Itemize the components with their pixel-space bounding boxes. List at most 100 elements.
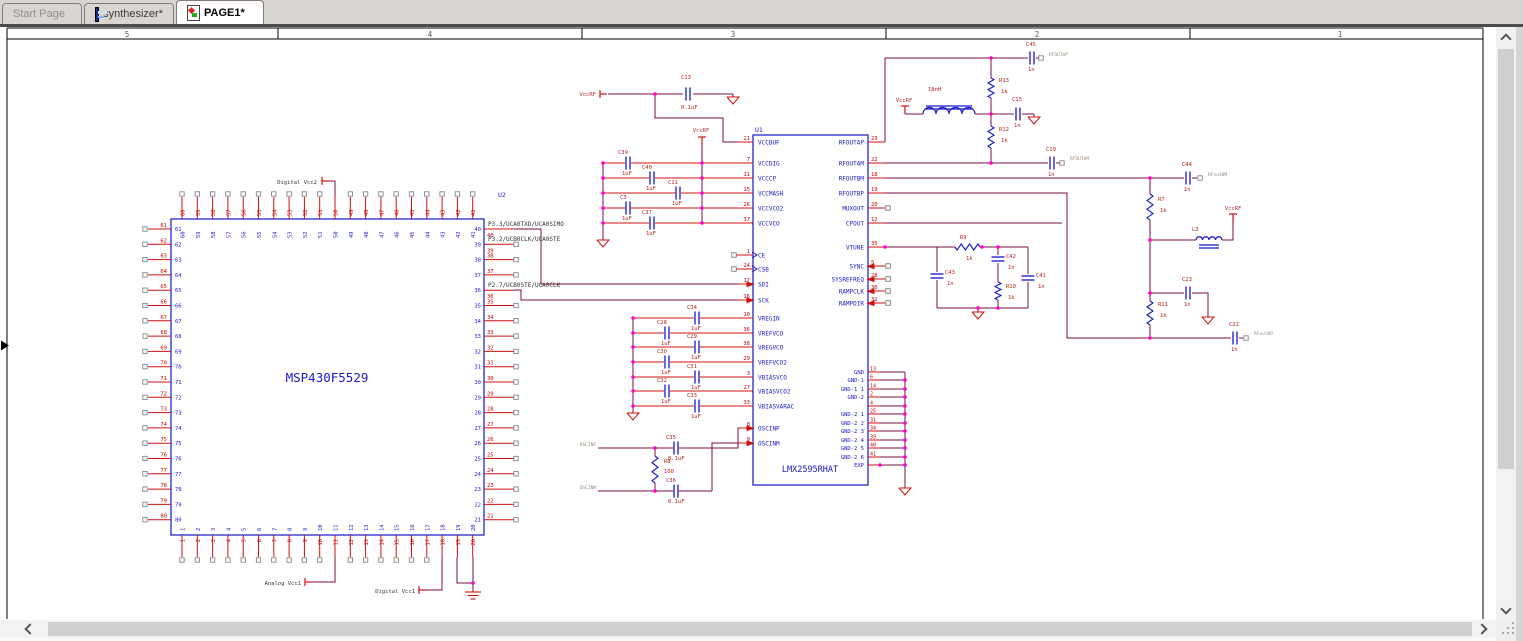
- vertical-scrollbar[interactable]: [1496, 27, 1516, 620]
- power-symbol[interactable]: Analog Vcc1: [265, 578, 312, 587]
- no-connect-square[interactable]: [731, 252, 737, 258]
- svg-text:Analog Vcc1: Analog Vcc1: [265, 581, 301, 587]
- svg-text:VTUNE: VTUNE: [846, 245, 864, 252]
- tab-start-page[interactable]: Start Page: [2, 3, 82, 24]
- svg-text:72: 72: [175, 395, 182, 401]
- horizontal-scrollbar-thumb[interactable]: [48, 622, 1472, 636]
- svg-text:1n: 1n: [1028, 67, 1035, 73]
- ground-icon[interactable]: [1201, 316, 1216, 325]
- svg-text:53: 53: [288, 209, 294, 216]
- svg-text:RFOUTAP: RFOUTAP: [839, 140, 865, 147]
- svg-text:R12: R12: [999, 127, 1009, 133]
- resize-grip-icon[interactable]: [1502, 632, 1504, 634]
- svg-text:79: 79: [175, 502, 182, 508]
- power-symbol[interactable]: VccRF: [579, 90, 607, 98]
- chip-u1[interactable]: U1LMX2595RHAT21VCCBUF7VCCDIG11VCCCP15VCC…: [731, 126, 905, 486]
- vertical-scrollbar-thumb[interactable]: [1498, 49, 1514, 469]
- net-port-RFOUTAP[interactable]: RFOUTAP: [1038, 52, 1068, 61]
- wires[interactable]: [309, 57, 1243, 592]
- svg-text:27: 27: [487, 422, 494, 428]
- svg-text:36: 36: [743, 327, 750, 333]
- resistor-R12[interactable]: R12 1k: [986, 125, 1009, 149]
- scroll-right-icon[interactable]: [1476, 623, 1488, 635]
- svg-text:76: 76: [175, 457, 182, 463]
- ground-icon[interactable]: [726, 96, 741, 105]
- svg-text:59: 59: [196, 209, 202, 216]
- svg-text:26: 26: [743, 202, 750, 208]
- scroll-left-icon[interactable]: [24, 623, 36, 635]
- svg-text:17: 17: [425, 539, 431, 546]
- ground-icon[interactable]: [971, 311, 986, 320]
- inductor-L3[interactable]: L3: [1192, 227, 1223, 249]
- svg-text:1k: 1k: [1001, 138, 1008, 144]
- power-symbol[interactable]: VccRF: [896, 98, 913, 114]
- chip-u2[interactable]: U2MSP430F5529606059595858575756565555545…: [142, 191, 519, 563]
- scroll-up-icon[interactable]: [1500, 33, 1512, 45]
- no-connect-square[interactable]: [731, 266, 737, 272]
- power-symbol[interactable]: Digital Vcc1: [375, 586, 426, 595]
- net-port-RFOUTAM[interactable]: RFOUTAM: [1059, 156, 1089, 166]
- earth-ground-icon[interactable]: [465, 591, 481, 600]
- junction-dots[interactable]: [471, 56, 1152, 585]
- svg-text:LMX2595RHAT: LMX2595RHAT: [782, 465, 838, 475]
- no-connect-square[interactable]: [885, 276, 891, 282]
- power-symbol[interactable]: Digital Vcc2: [277, 177, 329, 186]
- tab-synthesizer[interactable]: synthesizer*: [84, 3, 174, 24]
- svg-text:39: 39: [487, 248, 494, 254]
- svg-text:43: 43: [441, 209, 447, 216]
- ground-icon[interactable]: [626, 412, 641, 421]
- svg-text:C30: C30: [657, 349, 667, 355]
- net-labels[interactable]: P3.3/UCA0TXD/UCA0SIMOP3.2/UCB0CLK/UCA0ST…: [488, 221, 596, 491]
- tab-page1[interactable]: PAGE1*: [176, 0, 264, 24]
- horizontal-scrollbar[interactable]: [0, 620, 1496, 638]
- ground-icon[interactable]: [898, 487, 913, 496]
- svg-text:2: 2: [196, 539, 202, 542]
- no-connect-square[interactable]: [885, 205, 891, 211]
- no-connect-square[interactable]: [885, 263, 891, 269]
- inductor-18nH[interactable]: 18nH: [922, 87, 976, 115]
- power-symbol[interactable]: VccRF: [1225, 206, 1242, 222]
- scroll-down-icon[interactable]: [1500, 603, 1512, 615]
- svg-text:1n: 1n: [1231, 347, 1238, 353]
- net-port-RFoutBP[interactable]: RFoutBP: [1243, 331, 1273, 341]
- no-connect-square[interactable]: [885, 300, 891, 306]
- power-symbol[interactable]: VccRF: [693, 128, 710, 145]
- svg-text:U1: U1: [755, 126, 763, 134]
- net-port-RFoutBM[interactable]: RFoutBM: [1197, 172, 1227, 181]
- ground-icon[interactable]: [596, 239, 611, 248]
- no-connect-square[interactable]: [885, 288, 891, 294]
- ground-icon[interactable]: [1027, 116, 1042, 125]
